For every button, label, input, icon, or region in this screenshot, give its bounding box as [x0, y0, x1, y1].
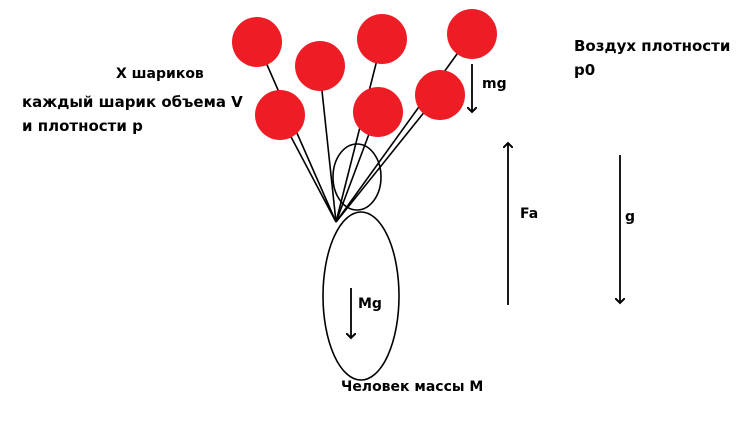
string-3	[319, 71, 337, 223]
person-weight-label: Mg	[358, 296, 382, 312]
balloon-volume-label: каждый шарик объема V	[22, 93, 243, 111]
balloon-count-label: X шариков	[116, 66, 204, 82]
balloons	[232, 9, 497, 140]
balloon-5	[255, 90, 305, 140]
string-4	[335, 39, 383, 223]
person-body	[322, 211, 400, 381]
person-mass-label: Человек массы M	[341, 379, 484, 395]
balloon-6	[353, 87, 403, 137]
gravity-label: g	[625, 209, 636, 225]
string-7	[335, 35, 471, 223]
air-density-symbol: p0	[574, 61, 596, 79]
person-head	[332, 143, 382, 211]
balloon-4	[447, 9, 497, 59]
archimedes-force-label: Fa	[520, 206, 539, 222]
balloon-7	[415, 70, 465, 120]
balloon-density-label: и плотности p	[22, 117, 143, 135]
balloon-strings	[256, 35, 471, 223]
balloon-weight-label: mg	[482, 76, 507, 92]
string-6	[335, 94, 439, 223]
balloon-2	[295, 41, 345, 91]
balloon-3	[357, 14, 407, 64]
air-density-label: Воздух плотности	[574, 37, 731, 55]
balloon-1	[232, 17, 282, 67]
